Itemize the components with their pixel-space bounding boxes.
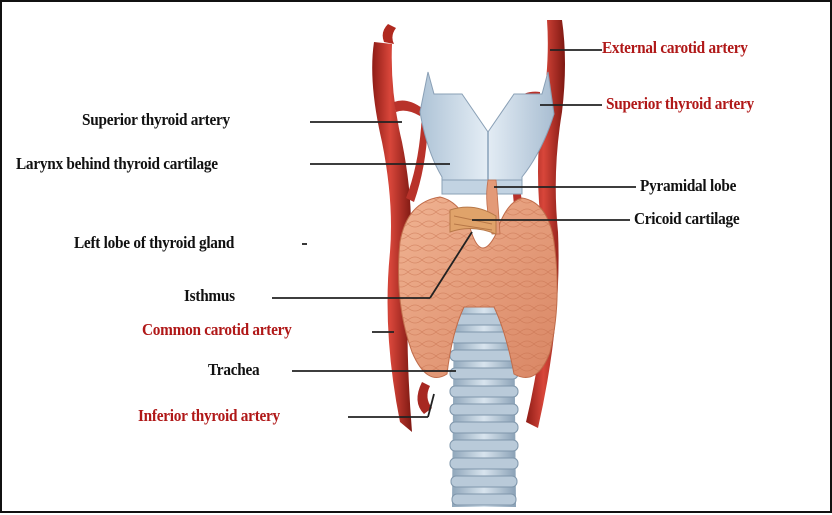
- thyroid-cartilage-shape: [420, 72, 554, 194]
- label-inferior-thyroid-artery: Inferior thyroid artery: [138, 406, 280, 426]
- label-common-carotid-artery: Common carotid artery: [142, 320, 292, 340]
- label-superior-thyroid-artery-right: Superior thyroid artery: [606, 94, 754, 114]
- label-pyramidal-lobe: Pyramidal lobe: [640, 176, 736, 196]
- label-external-carotid-artery: External carotid artery: [602, 38, 748, 58]
- label-trachea: Trachea: [208, 360, 259, 380]
- label-superior-thyroid-artery-left: Superior thyroid artery: [82, 110, 230, 130]
- label-left-lobe: Left lobe of thyroid gland: [74, 233, 234, 253]
- label-isthmus: Isthmus: [184, 286, 235, 306]
- label-cricoid-cartilage: Cricoid cartilage: [634, 209, 739, 229]
- label-larynx: Larynx behind thyroid cartilage: [16, 154, 218, 174]
